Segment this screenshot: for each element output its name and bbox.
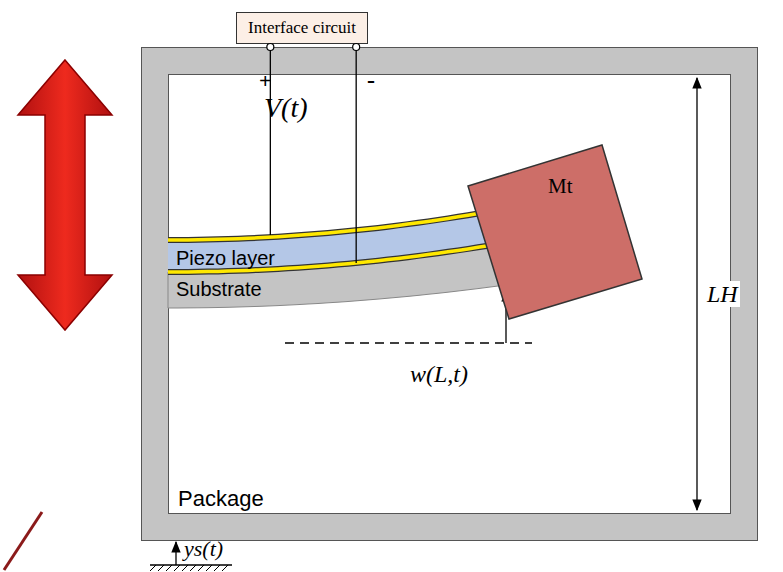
mass-block xyxy=(460,140,650,325)
node-label: Piezo layer xyxy=(176,248,275,268)
polarity-sign: + xyxy=(259,70,272,92)
base-motion-label: ys(t) xyxy=(184,538,223,560)
voltage-label: V(t) xyxy=(264,94,308,122)
slash-mark xyxy=(4,512,42,570)
vibration-arrow xyxy=(18,60,112,330)
interface-circuit-box: Interface circuit xyxy=(236,12,368,44)
node-label: Substrate xyxy=(176,279,262,299)
node-label: Mt xyxy=(548,176,573,197)
ground-hatch xyxy=(150,565,228,571)
package-housing: Package Piezo layerSubstrate Mt xyxy=(142,48,757,540)
reference-line xyxy=(285,342,532,344)
wire xyxy=(267,44,274,236)
node-label: Package xyxy=(178,488,264,510)
height-dimension xyxy=(696,78,697,510)
dimension-label: LH xyxy=(705,281,740,307)
deflection-label: w(L,t) xyxy=(410,362,468,386)
base-motion-arrow xyxy=(175,542,176,565)
polarity-sign: - xyxy=(367,68,375,92)
node-label: Interface circuit xyxy=(248,18,356,38)
wire xyxy=(353,44,360,263)
tip-mass: Mt xyxy=(460,140,650,325)
